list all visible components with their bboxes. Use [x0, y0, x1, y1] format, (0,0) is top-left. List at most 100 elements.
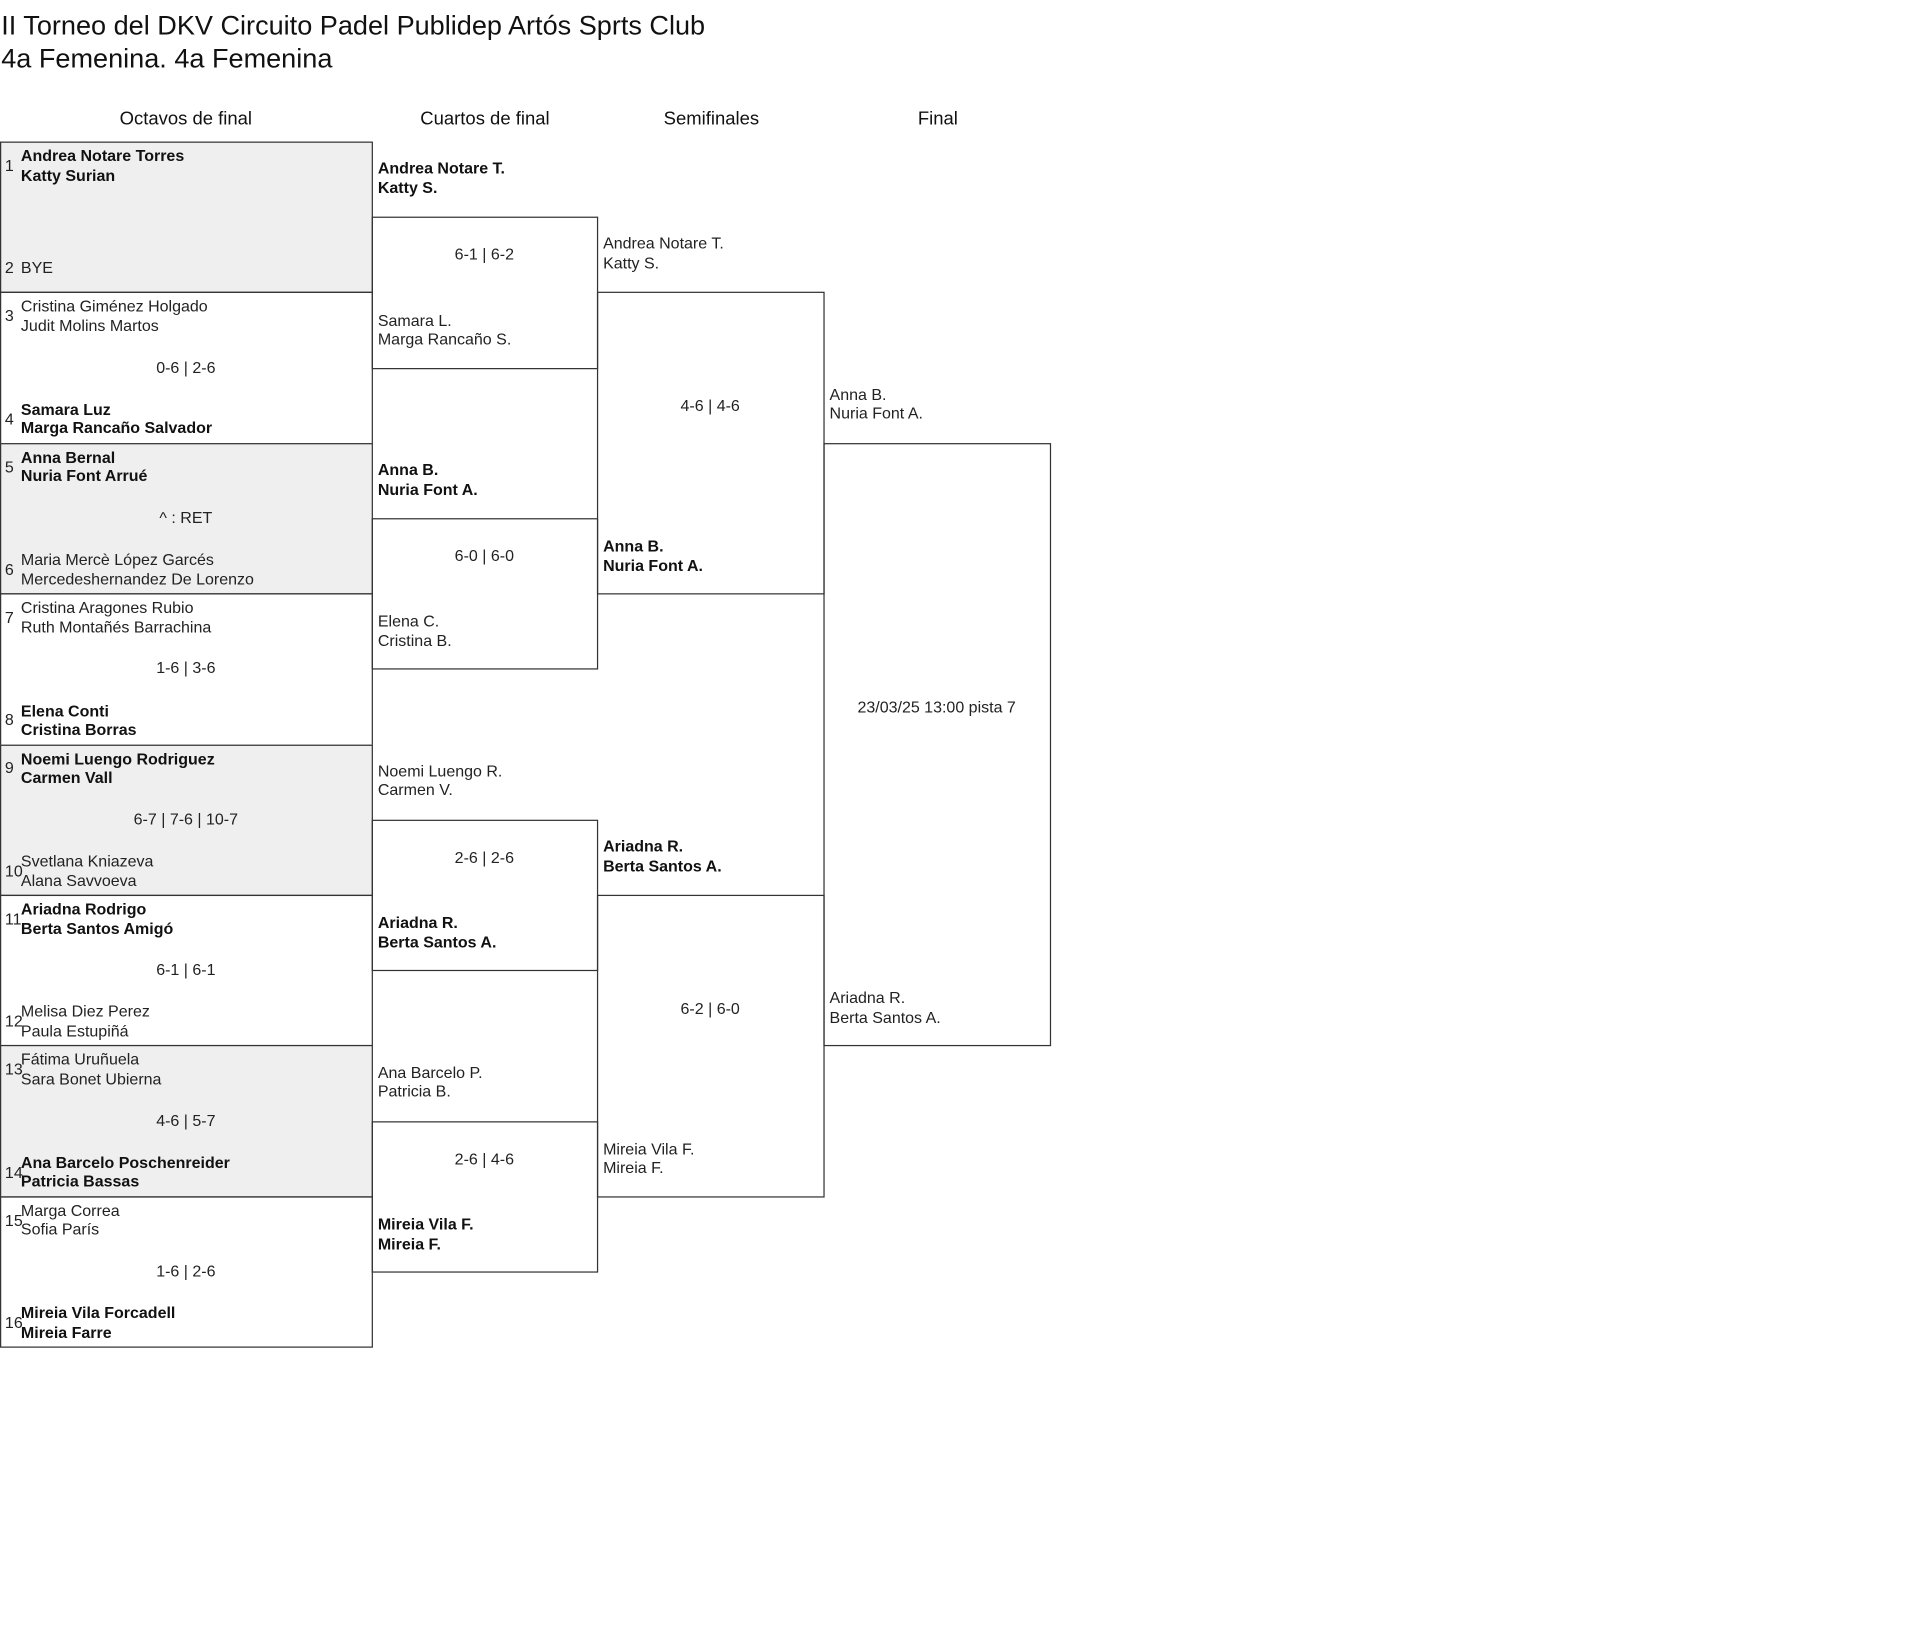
team-slot[interactable]: Mireia Vila F.Mireia F. — [602, 1139, 695, 1178]
team-names: Anna B.Nuria Font A. — [828, 385, 923, 423]
player-name: Katty S. — [603, 253, 660, 272]
team-slot[interactable]: Elena C.Cristina B. — [377, 612, 452, 650]
player-name: Ariadna Rodrigo — [20, 899, 147, 919]
player-name: Nuria Font A. — [829, 404, 923, 423]
category-title: 4a Femenina. 4a Femenina — [1, 43, 333, 74]
seed-number: 12 — [4, 1011, 23, 1031]
player-name: BYE — [20, 258, 53, 278]
seed-number: 4 — [4, 409, 14, 428]
team-names: Andrea Notare T.Katty S. — [377, 159, 505, 197]
player-name: Mireia F. — [603, 1158, 664, 1178]
team-names: Noemi Luengo R.Carmen V. — [377, 762, 503, 800]
match-score: 1-6 | 3-6 — [156, 658, 216, 678]
match-box-octavos[interactable] — [0, 442, 373, 595]
team-slot[interactable]: Samara L.Marga Rancaño S. — [377, 310, 512, 349]
player-name: Melisa Diez Perez — [20, 1002, 150, 1021]
match-box-octavos[interactable] — [0, 1045, 373, 1198]
player-name: Maria Mercè López Garcés — [20, 550, 214, 569]
player-name: Sofia París — [20, 1220, 100, 1239]
player-name: Mireia Vila F. — [377, 1214, 474, 1234]
player-name: Ariadna R. — [377, 913, 458, 932]
player-name: Andrea Notare T. — [377, 159, 506, 178]
seed-number: 3 — [4, 306, 14, 326]
player-name: Nuria Font A. — [377, 479, 478, 498]
round-header-cuartos: Cuartos de final — [420, 108, 550, 130]
player-name: Berta Santos A. — [829, 1007, 941, 1027]
match-score: 2-6 | 4-6 — [454, 1149, 514, 1168]
seed-number: 1 — [4, 156, 14, 175]
player-name: Marga Rancaño S. — [377, 329, 512, 349]
player-name: Nuria Font A. — [603, 555, 703, 575]
team-names: Mireia Vila F.Mireia F. — [602, 1139, 695, 1178]
player-name: Marga Correa — [20, 1201, 120, 1220]
player-name: Cristina B. — [377, 631, 452, 650]
round-header-final: Final — [917, 108, 958, 130]
match-box-octavos[interactable] — [0, 744, 373, 897]
team-slot[interactable]: 2 BYE — [0, 249, 53, 287]
player-name: Anna B. — [377, 460, 439, 479]
player-name: Mercedeshernandez De Lorenzo — [20, 569, 254, 588]
match-score: 4-6 | 5-7 — [156, 1110, 216, 1130]
player-name: Ariadna R. — [603, 836, 684, 856]
team-names: Mireia Vila F.Mireia F. — [377, 1215, 474, 1253]
player-name: Alana Savvoeva — [20, 870, 137, 890]
match-score: 6-0 | 6-0 — [454, 546, 514, 565]
seed-number: 10 — [4, 861, 23, 880]
team-slot[interactable]: Anna B.Nuria Font A. — [828, 385, 923, 423]
match-schedule: 23/03/25 13:00 pista 7 — [857, 697, 1016, 717]
team-slot[interactable]: Ariadna R.Berta Santos A. — [602, 837, 722, 875]
seed-number: 9 — [4, 758, 14, 778]
seed-number: 2 — [4, 258, 14, 278]
match-score: 4-6 | 4-6 — [680, 396, 740, 416]
player-name: Patricia B. — [377, 1081, 451, 1101]
player-name: Carmen Vall — [20, 768, 113, 787]
player-name: Nuria Font Arrué — [20, 466, 148, 486]
player-name: Cristina Aragones Rubio — [20, 598, 194, 617]
team-slot[interactable]: Ariadna R.Berta Santos A. — [828, 988, 941, 1027]
match-score: 2-6 | 2-6 — [454, 847, 514, 867]
match-box-final[interactable] — [823, 442, 1052, 1047]
player-name: Mireia Vila F. — [603, 1139, 695, 1158]
seed-number: 11 — [4, 909, 22, 928]
match-score: 6-1 | 6-2 — [454, 245, 514, 264]
match-score: 6-7 | 7-6 | 10-7 — [133, 809, 239, 829]
player-name: Andrea Notare Torres — [20, 146, 185, 165]
team-names: Samara L.Marga Rancaño S. — [377, 310, 512, 349]
team-slot[interactable]: Anna B.Nuria Font A. — [377, 460, 478, 498]
player-name: Ariadna R. — [829, 988, 906, 1008]
team-slot[interactable]: Anna B.Nuria Font A. — [602, 537, 703, 575]
team-slot[interactable]: Ariadna R.Berta Santos A. — [377, 913, 497, 951]
team-slot[interactable]: Mireia Vila F.Mireia F. — [377, 1215, 474, 1253]
team-slot[interactable]: Ana Barcelo P.Patricia B. — [377, 1063, 483, 1101]
team-names: Ana Barcelo P.Patricia B. — [377, 1063, 483, 1101]
team-slot[interactable]: Andrea Notare T.Katty S. — [377, 159, 505, 197]
tournament-title: II Torneo del DKV Circuito Padel Publide… — [1, 9, 706, 41]
team-slot[interactable]: Andrea Notare T.Katty S. — [602, 234, 724, 272]
player-name: Samara L. — [377, 310, 452, 330]
player-name: Anna Bernal — [20, 447, 116, 467]
team-slot[interactable]: Noemi Luengo R.Carmen V. — [377, 762, 503, 800]
player-name: Berta Santos A. — [377, 932, 497, 952]
player-name: Carmen V. — [377, 780, 453, 800]
match-box-octavos[interactable] — [0, 141, 373, 294]
